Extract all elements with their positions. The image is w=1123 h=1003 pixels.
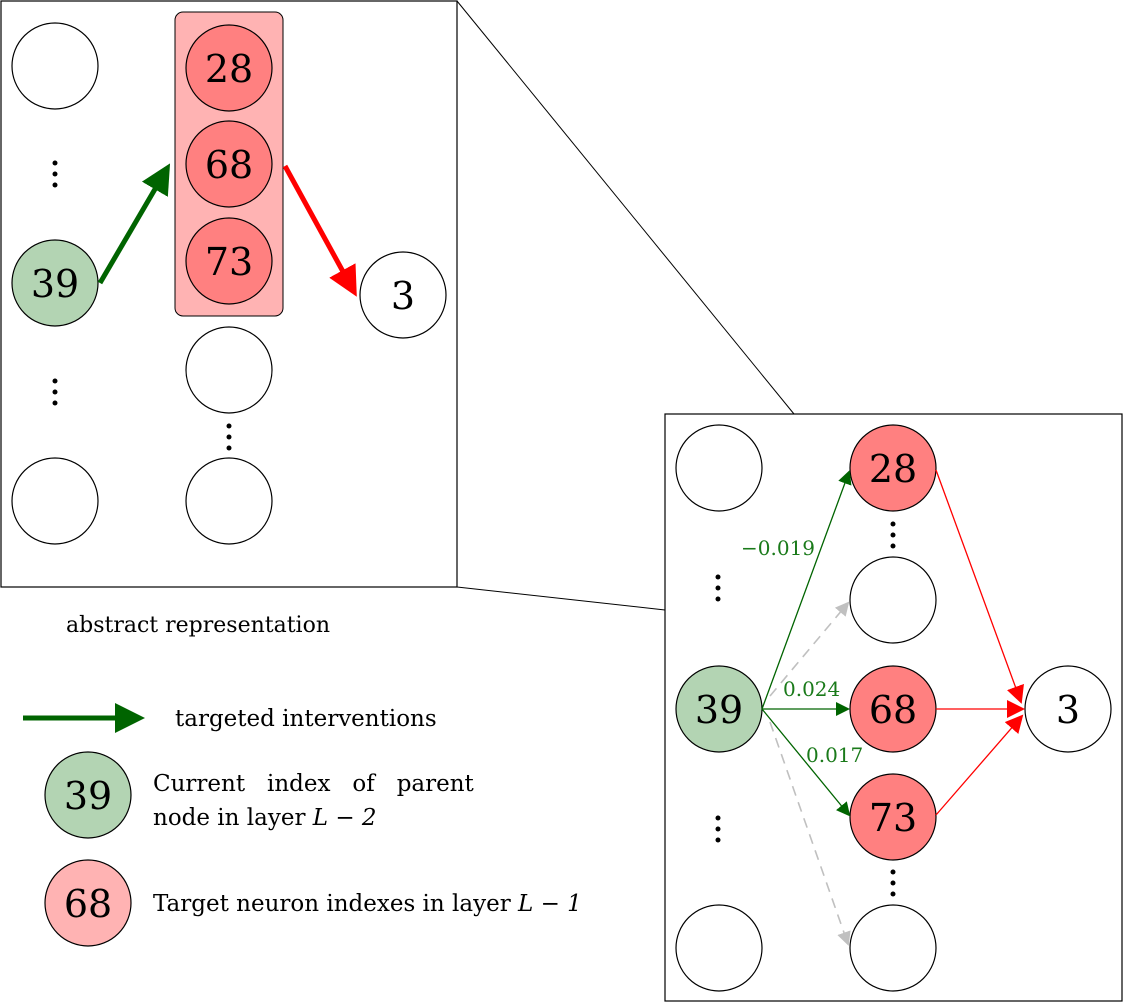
legend-target-label-text: Target neuron indexes in layer xyxy=(153,891,518,917)
detail-green-edge xyxy=(761,708,851,817)
edge-weight-label: 0.017 xyxy=(806,743,863,767)
detail-panel: 39 28 68 73 3 −0.0 xyxy=(664,413,1123,1002)
abstract-parent-node-label: 39 xyxy=(31,262,79,306)
legend-target-label: Target neuron indexes in layer L − 1 xyxy=(153,891,582,917)
edge-weight-label: −0.019 xyxy=(741,536,815,560)
detail-gray-dashed-edge xyxy=(769,721,851,946)
abstract-red-arrow xyxy=(282,164,357,297)
legend-parent-label-line2: node in layer L − 2 xyxy=(153,805,377,831)
abstract-target-node-label: 73 xyxy=(205,240,253,284)
abstract-target-node-label: 68 xyxy=(205,143,253,187)
abstract-target-node xyxy=(185,120,273,208)
zoom-connector xyxy=(456,586,666,611)
detail-target-node xyxy=(849,424,937,512)
vertical-ellipsis xyxy=(52,160,58,188)
abstract-node-empty xyxy=(11,457,99,545)
detail-target-node-label: 28 xyxy=(869,447,917,491)
legend-parent-label-line1: Current index of parent xyxy=(153,771,475,797)
detail-output-node xyxy=(1024,665,1112,753)
edge-weight-label: 0.024 xyxy=(783,677,840,701)
legend-parent-label-text: node in layer xyxy=(153,805,313,831)
vertical-ellipsis xyxy=(890,521,896,549)
abstract-node-empty xyxy=(185,457,273,545)
vertical-ellipsis xyxy=(890,869,896,897)
abstract-panel-frame xyxy=(0,0,458,588)
abstract-target-node xyxy=(185,24,273,112)
detail-parent-node-label: 39 xyxy=(695,688,743,732)
abstract-parent-node xyxy=(11,239,99,327)
detail-red-edge xyxy=(935,714,1024,816)
vertical-ellipsis xyxy=(715,815,721,843)
detail-node-empty xyxy=(675,904,763,992)
detail-green-edge xyxy=(761,470,852,710)
abstract-panel: 39 28 68 73 3 xyxy=(0,0,458,588)
detail-node-empty xyxy=(849,904,937,992)
abstract-caption: abstract representation xyxy=(66,613,330,638)
legend-target-node-label: 68 xyxy=(64,882,112,926)
legend-parent-layer-math: L − 2 xyxy=(312,805,377,831)
legend: targeted interventions 39 Current index … xyxy=(23,703,582,947)
vertical-ellipsis xyxy=(715,574,721,602)
abstract-node-empty xyxy=(185,326,273,414)
zoom-connector xyxy=(456,0,795,415)
legend-target-layer-math: L − 1 xyxy=(517,891,582,917)
abstract-green-arrow xyxy=(97,163,171,285)
legend-arrow-label: targeted interventions xyxy=(175,706,437,732)
detail-gray-dashed-edge xyxy=(769,601,850,697)
detail-output-node-label: 3 xyxy=(1056,688,1080,732)
abstract-target-node-label: 28 xyxy=(205,47,253,91)
detail-target-node xyxy=(849,773,937,861)
legend-parent-node-label: 39 xyxy=(64,774,112,818)
detail-red-edge xyxy=(935,469,1024,704)
abstract-output-node xyxy=(359,251,447,339)
detail-node-empty xyxy=(675,424,763,512)
detail-node-empty xyxy=(849,556,937,644)
legend-parent-node xyxy=(44,751,132,839)
detail-target-node-label: 68 xyxy=(869,688,917,732)
abstract-output-node-label: 3 xyxy=(391,274,415,318)
vertical-ellipsis xyxy=(52,378,58,406)
detail-target-node-label: 73 xyxy=(869,796,917,840)
abstract-target-node xyxy=(185,217,273,305)
abstract-node-empty xyxy=(11,22,99,110)
legend-target-node xyxy=(44,859,132,947)
vertical-ellipsis xyxy=(226,423,232,451)
